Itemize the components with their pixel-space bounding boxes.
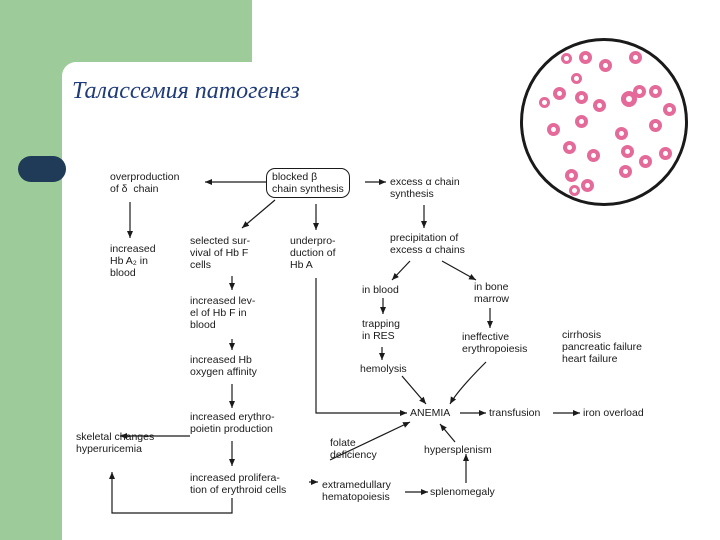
red-cell [569, 185, 580, 196]
red-cell [629, 51, 642, 64]
increased-oxygen-affinity: increased Hb oxygen affinity [190, 354, 257, 378]
red-cell [619, 165, 632, 178]
background-green-strip [0, 0, 62, 540]
red-cell [565, 169, 578, 182]
extramedullary-hematopoiesis: extramedullary hematopoiesis [322, 479, 391, 503]
red-cell [621, 91, 637, 107]
red-cell [547, 123, 560, 136]
red-cell [649, 119, 662, 132]
in-bone-marrow: in bone marrow [474, 281, 510, 305]
folate-deficiency: folate deficiency [330, 437, 377, 461]
slide-title: Талассемия патогенез [72, 78, 300, 104]
red-cell [639, 155, 652, 168]
transfusion: transfusion [489, 407, 541, 419]
red-cell [615, 127, 628, 140]
red-cell [621, 145, 634, 158]
increased-hba2: increased Hb A₂ in blood [110, 243, 156, 279]
skeletal-changes: skeletal changes hyperuricemia [76, 431, 155, 455]
red-cell [571, 73, 582, 84]
red-cell [561, 53, 572, 64]
blocked-beta-chain-synthesis: blocked β chain synthesis [266, 168, 350, 198]
hemolysis: hemolysis [360, 363, 407, 375]
splenomegaly: splenomegaly [430, 486, 495, 498]
red-cell [649, 85, 662, 98]
red-cell [663, 103, 676, 116]
red-cell [581, 179, 594, 192]
hypersplenism: hypersplenism [424, 444, 492, 456]
red-cell [599, 59, 612, 72]
erythroid-proliferation: increased prolifera- tion of erythroid c… [190, 472, 287, 496]
red-cell [587, 149, 600, 162]
iron-overload: iron overload [583, 407, 644, 419]
red-cell [553, 87, 566, 100]
selected-survival-hbf: selected sur- vival of Hb F cells [190, 235, 251, 271]
red-cell [579, 51, 592, 64]
red-cell [563, 141, 576, 154]
red-cell [575, 115, 588, 128]
red-cell [659, 147, 672, 160]
erythropoietin-production: increased erythro- poietin production [190, 411, 275, 435]
cirrhosis-failures: cirrhosis pancreatic failure heart failu… [562, 329, 642, 365]
overproduction-delta-chain: overproduction of δ chain [110, 171, 180, 195]
in-blood: in blood [362, 284, 399, 296]
blood-smear-illustration [520, 38, 688, 206]
red-cell [539, 97, 550, 108]
precipitation-alpha-chains: precipitation of excess α chains [390, 232, 465, 256]
ineffective-erythropoiesis: ineffective erythropoiesis [462, 331, 528, 355]
red-cell [575, 91, 588, 104]
excess-alpha-chain-synthesis: excess α chain synthesis [390, 176, 460, 200]
red-cell [593, 99, 606, 112]
trapping-in-res: trapping in RES [362, 318, 400, 342]
underproduction-hba: underpro- duction of Hb A [290, 235, 336, 271]
increased-hbf-level: increased lev- el of Hb F in blood [190, 295, 256, 331]
anemia: ANEMIA [410, 407, 451, 419]
decorative-tab [18, 156, 66, 182]
